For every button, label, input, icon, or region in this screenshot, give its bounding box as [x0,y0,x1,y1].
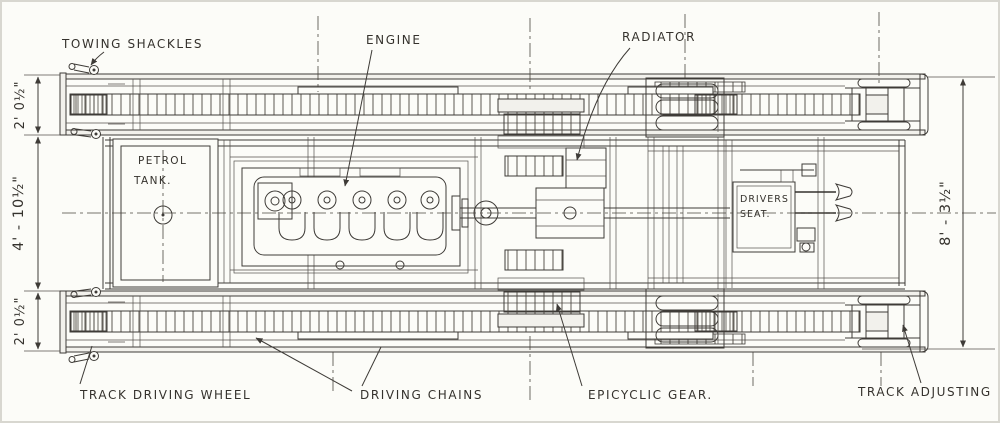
leader-epicyclic-gear [556,303,583,387]
label-petrol-tank-line2: TANK. [133,175,172,187]
engine [233,160,469,274]
dim-top-track-width: 2' 0½" [13,81,28,130]
bottom-track-assembly [59,287,929,363]
label-drivers-seat-line2: SEAT. [740,209,771,220]
callouts: TOWING SHACKLES ENGINE RADIATOR TRACK DR… [61,30,992,402]
leader-towing-shackles [90,51,105,66]
label-epicyclic-gear: EPICYCLIC GEAR. [588,388,713,402]
track-adjusting-idler [845,73,929,136]
drive-sprocket [70,94,108,115]
leader-engine [343,49,373,187]
lever-grip [834,183,853,201]
track-chain-band [69,93,861,116]
label-radiator: RADIATOR [622,30,696,44]
leader-driving-chains-2 [361,346,382,387]
hull-frame [102,137,906,290]
fan-unit [565,147,607,189]
leader-radiator [575,47,631,161]
towing-shackle [70,128,101,139]
label-engine: ENGINE [366,33,422,47]
dimension-right: 8' - 3½" [862,76,995,350]
label-petrol-tank-line1: PETROL [138,155,187,167]
lever-grip [834,204,853,222]
top-track-assembly [59,63,929,139]
cross-drive-chains-top [497,98,585,177]
dim-track-gauge: 4' - 10½" [11,175,27,251]
label-track-adjusting: TRACK ADJUSTING [857,385,992,399]
label-drivers-seat-line1: DRIVERS [740,194,789,205]
dim-overall-width: 8' - 3½" [938,180,954,246]
label-driving-chains: DRIVING CHAINS [360,388,483,402]
dim-bottom-track-width: 2' 0½" [13,297,28,346]
towing-shackle [68,63,99,75]
dimension-left: 2' 0½" 4' - 10½" 2' 0½" [11,74,60,352]
label-towing-shackles: TOWING SHACKLES [61,37,203,51]
engine-magneto [257,182,293,220]
drivers-seat: DRIVERS SEAT. [732,169,796,253]
centerlines [62,12,996,404]
leader-track-driving-wheel [79,345,93,385]
leader-driving-chains [255,337,353,392]
label-track-driving-wheel: TRACK DRIVING WHEEL [79,388,251,402]
leader-track-adjusting [902,324,922,384]
engine-cylinders [278,190,444,241]
